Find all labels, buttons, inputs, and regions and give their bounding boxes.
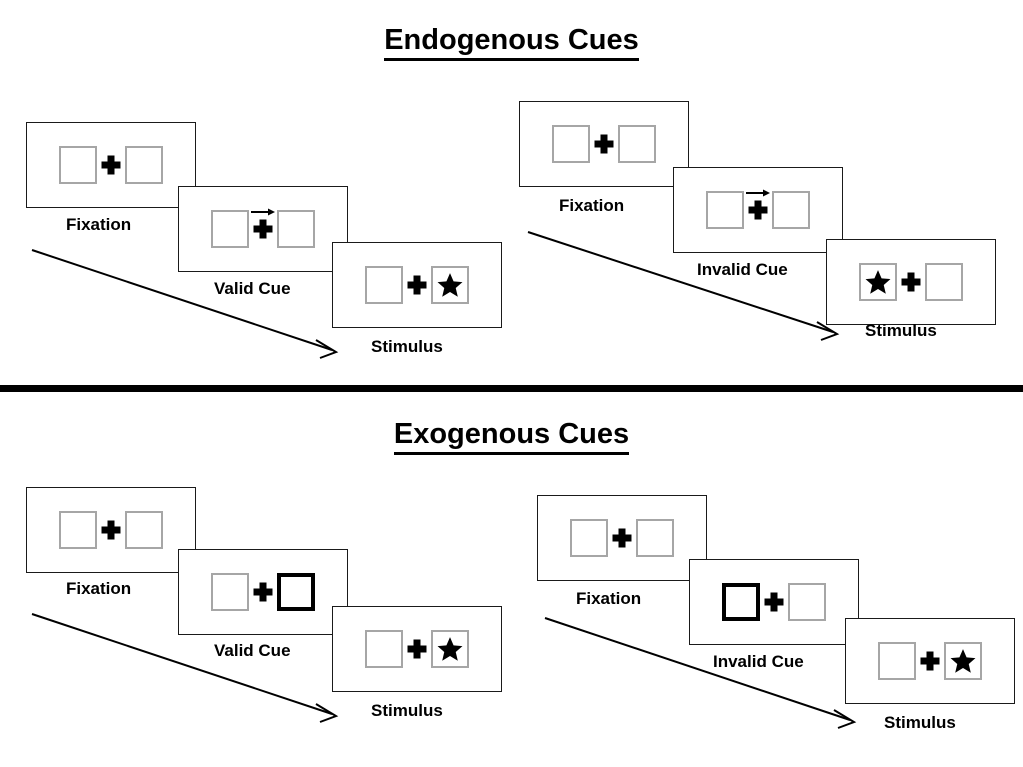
right-box: [125, 146, 163, 184]
stage-label-exogenous-valid-fixation: Fixation: [66, 579, 132, 598]
panel-exogenous-valid-cue: [178, 549, 348, 635]
left-box: [552, 125, 590, 163]
display-exogenous-invalid-fixation: [570, 519, 674, 557]
fixation-cross-icon: [97, 511, 125, 549]
left-box: [570, 519, 608, 557]
display-endogenous-valid-fixation: [59, 146, 163, 184]
panel-endogenous-valid-stimulus: [332, 242, 502, 328]
display-endogenous-valid-cue: [211, 208, 315, 248]
panel-endogenous-valid-fixation: [26, 122, 196, 208]
stage-label-exogenous-invalid-fixation: Fixation: [576, 589, 642, 608]
stage-label-endogenous-valid-stimulus: Stimulus: [371, 337, 443, 356]
left-box: [365, 266, 403, 304]
stage-label-endogenous-invalid-cue: Invalid Cue: [697, 260, 788, 279]
panel-exogenous-valid-fixation: [26, 487, 196, 573]
panel-endogenous-invalid-fixation: [519, 101, 689, 187]
right-box: [618, 125, 656, 163]
arrow-right-cue-icon: [251, 208, 275, 216]
panel-endogenous-valid-cue: [178, 186, 348, 272]
display-exogenous-valid-cue: [211, 573, 315, 611]
fixation-cross-icon: [916, 642, 944, 680]
stage-label-endogenous-valid-fixation: Fixation: [66, 215, 132, 234]
star-target-icon: [437, 637, 463, 661]
section-divider: [0, 385, 1023, 392]
star-target-icon: [865, 270, 891, 294]
stage-label-exogenous-valid-stimulus: Stimulus: [371, 701, 443, 720]
display-exogenous-invalid-cue: [722, 583, 826, 621]
left-box: [365, 630, 403, 668]
section-title-endogenous-text: Endogenous Cues: [384, 24, 639, 61]
star-target-icon: [950, 649, 976, 673]
fixation-cross-icon: [249, 573, 277, 611]
stage-label-endogenous-invalid-fixation: Fixation: [559, 196, 625, 215]
right-box-cued: [277, 573, 315, 611]
panel-exogenous-invalid-cue: [689, 559, 859, 645]
fixation-cross-icon: [744, 189, 772, 229]
stage-label-exogenous-invalid-cue: Invalid Cue: [713, 652, 804, 671]
panel-exogenous-invalid-stimulus: [845, 618, 1015, 704]
fixation-cross-icon: [897, 263, 925, 301]
display-endogenous-invalid-stimulus: [859, 263, 963, 301]
right-box: [125, 511, 163, 549]
fixation-cross-icon: [403, 266, 431, 304]
left-box: [878, 642, 916, 680]
stage-label-endogenous-valid-cue: Valid Cue: [214, 279, 291, 298]
section-title-exogenous: Exogenous Cues: [0, 418, 1023, 455]
left-box: [211, 573, 249, 611]
left-box: [859, 263, 897, 301]
star-target-icon: [437, 273, 463, 297]
stage-label-exogenous-invalid-stimulus: Stimulus: [884, 713, 956, 732]
right-box: [277, 210, 315, 248]
left-box: [211, 210, 249, 248]
right-box: [925, 263, 963, 301]
fixation-cross-icon: [760, 583, 788, 621]
stage-label-endogenous-invalid-stimulus: Stimulus: [865, 321, 937, 340]
panel-exogenous-valid-stimulus: [332, 606, 502, 692]
fixation-cross-icon: [608, 519, 636, 557]
panel-exogenous-invalid-fixation: [537, 495, 707, 581]
panel-endogenous-invalid-stimulus: [826, 239, 996, 325]
section-title-endogenous: Endogenous Cues: [0, 24, 1023, 61]
display-exogenous-valid-fixation: [59, 511, 163, 549]
panel-endogenous-invalid-cue: [673, 167, 843, 253]
left-box-cued: [722, 583, 760, 621]
left-box: [706, 191, 744, 229]
fixation-cross-icon: [403, 630, 431, 668]
right-box: [636, 519, 674, 557]
fixation-cross-icon: [97, 146, 125, 184]
display-endogenous-invalid-fixation: [552, 125, 656, 163]
arrow-right-cue-icon: [746, 189, 770, 197]
right-box: [772, 191, 810, 229]
right-box: [944, 642, 982, 680]
display-endogenous-invalid-cue: [706, 189, 810, 229]
fixation-cross-icon: [590, 125, 618, 163]
right-box: [431, 266, 469, 304]
display-endogenous-valid-stimulus: [365, 266, 469, 304]
stage-label-exogenous-valid-cue: Valid Cue: [214, 641, 291, 660]
right-box: [788, 583, 826, 621]
fixation-cross-icon: [249, 208, 277, 248]
display-exogenous-valid-stimulus: [365, 630, 469, 668]
display-exogenous-invalid-stimulus: [878, 642, 982, 680]
left-box: [59, 146, 97, 184]
left-box: [59, 511, 97, 549]
section-title-exogenous-text: Exogenous Cues: [393, 418, 630, 455]
right-box: [431, 630, 469, 668]
